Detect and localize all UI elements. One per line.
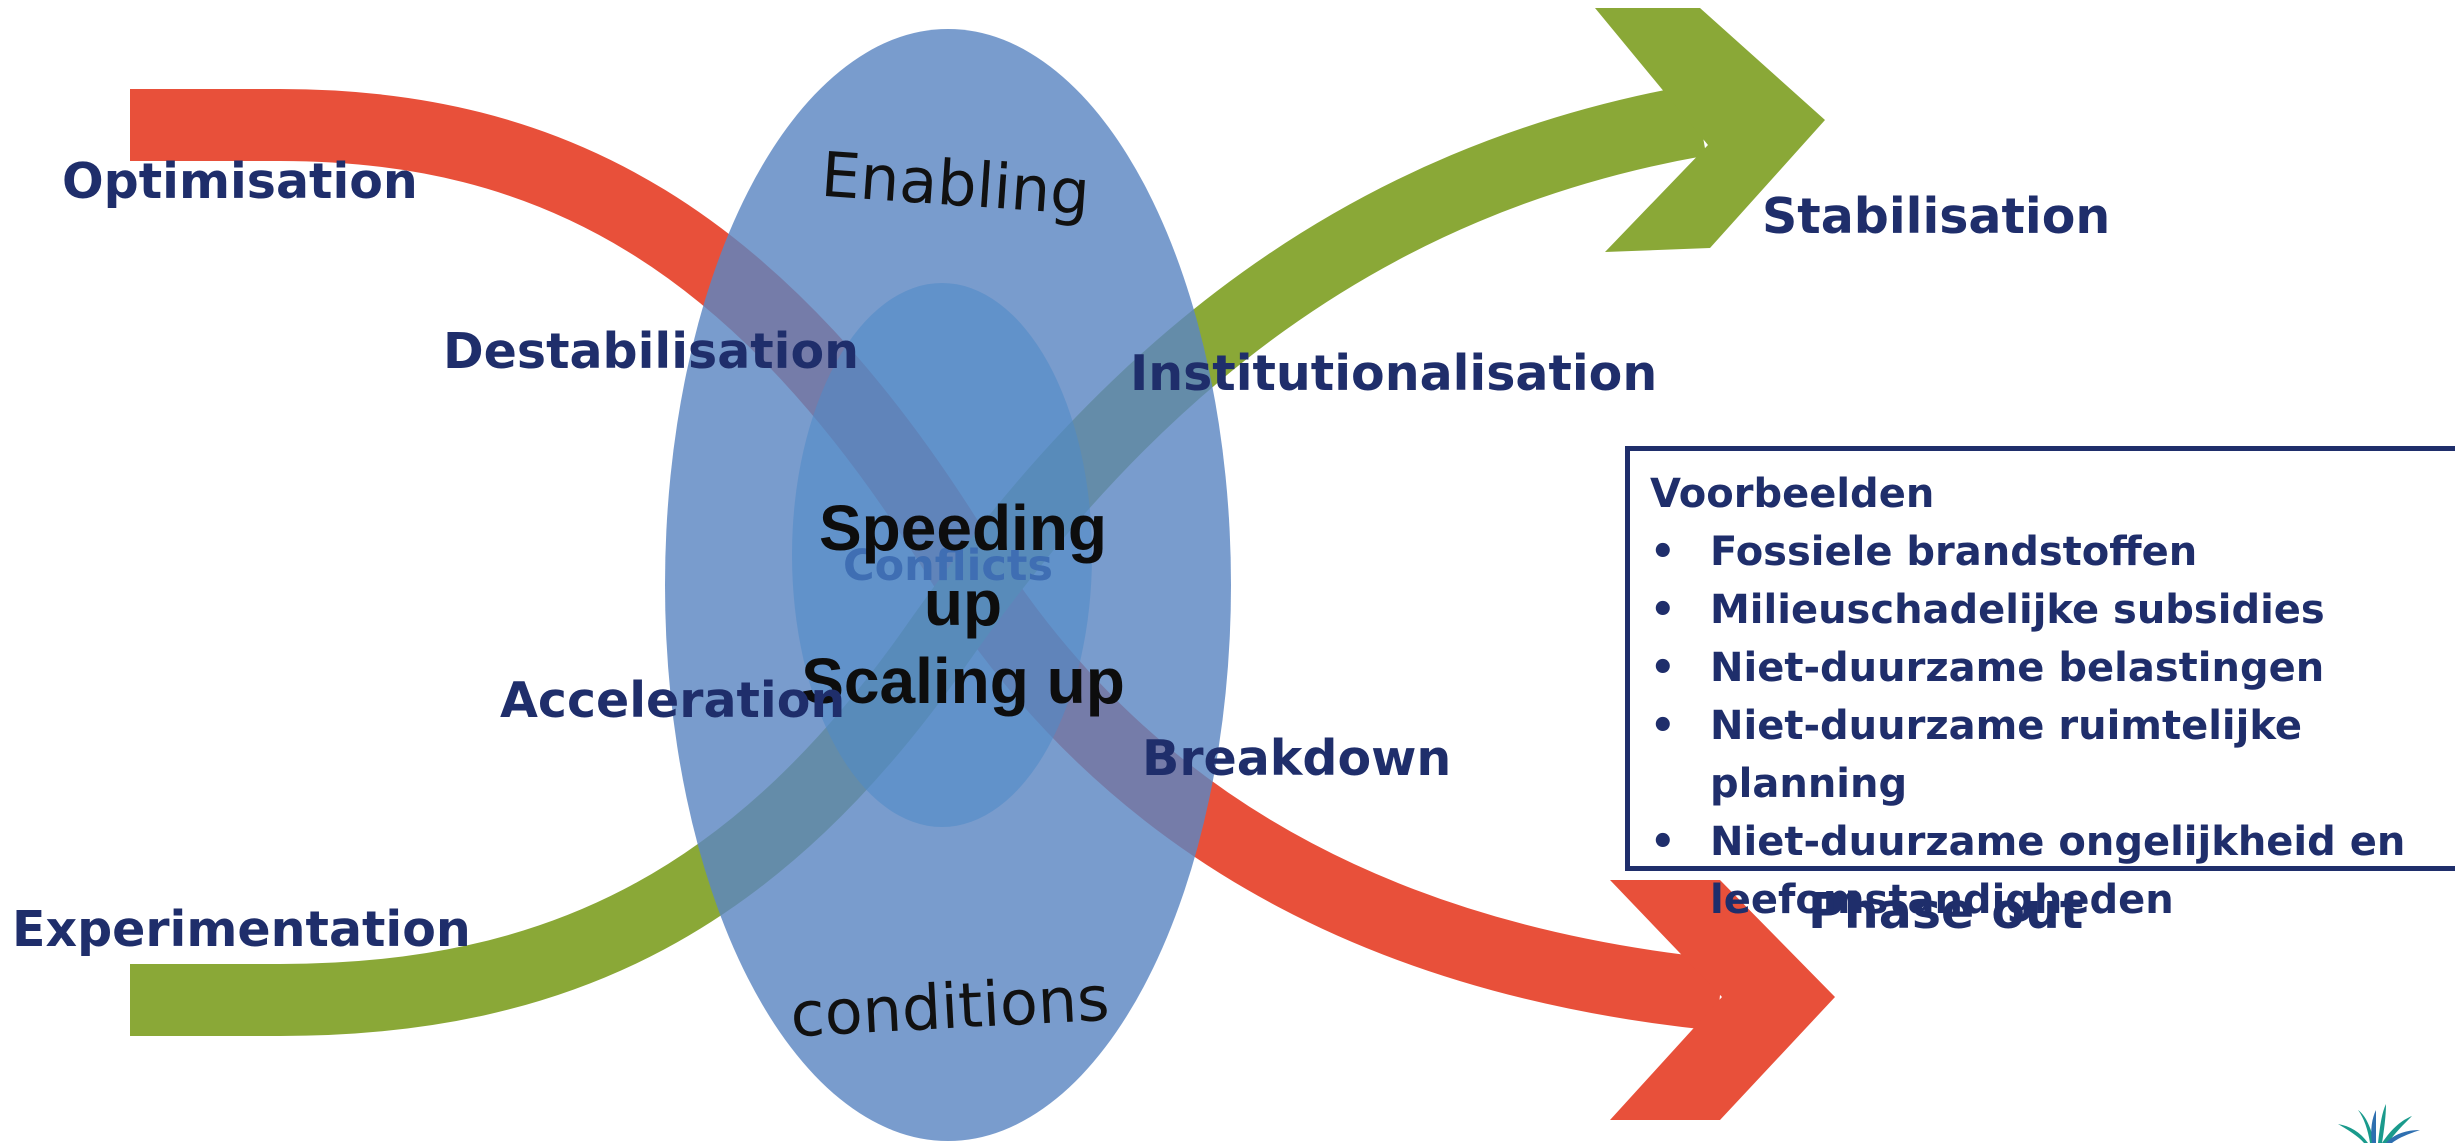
destabilisation-label: Destabilisation [443,323,859,380]
experimentation-label: Experimentation [12,901,471,958]
scaling-up-text: Scaling up [801,645,1125,717]
bullet-icon: • [1650,703,1676,749]
acceleration-label: Acceleration [500,672,845,729]
examples-title: Voorbeelden [1650,471,1935,517]
conditions-text: conditions [789,962,1111,1052]
bullet-icon: • [1650,819,1676,865]
leaf-logo-icon [2338,1104,2420,1143]
up-text: up [924,567,1002,639]
green-arrow-head [1595,8,1825,252]
list-item-text: Fossiele brandstoffen [1710,529,2198,575]
phase-out-label: Phase out [1808,883,2083,940]
list-item-text: Niet-duurzame ruimtelijke planning [1710,703,2302,807]
breakdown-label: Breakdown [1142,730,1451,787]
examples-box: Voorbeelden • Fossiele brandstoffen • Mi… [1625,446,2455,923]
bullet-icon: • [1650,529,1676,575]
speeding-text: Speeding [819,492,1107,564]
bullet-icon: • [1650,645,1676,691]
examples-list: • Fossiele brandstoffen • Milieuschadeli… [1650,523,2442,929]
list-item: • Niet-duurzame ongelijkheid en leefomst… [1650,813,2442,929]
list-item: • Niet-duurzame belastingen [1650,639,2442,697]
list-item: • Milieuschadelijke subsidies [1650,581,2442,639]
list-item: • Fossiele brandstoffen [1650,523,2442,581]
list-item: • Niet-duurzame ruimtelijke planning [1650,697,2442,813]
optimisation-label: Optimisation [62,153,418,210]
list-item-text: Milieuschadelijke subsidies [1710,587,2325,633]
inner-ellipse [792,283,1092,827]
conflicts-text: Conflicts [843,541,1053,591]
red-arrow-head [1610,880,1835,1120]
bullet-icon: • [1650,587,1676,633]
list-item-text: Niet-duurzame belastingen [1710,645,2325,691]
list-item-text: Niet-duurzame ongelijkheid en leefomstan… [1710,819,2406,923]
institutionalisation-label: Institutionalisation [1130,345,1657,402]
stabilisation-label: Stabilisation [1762,188,2110,245]
